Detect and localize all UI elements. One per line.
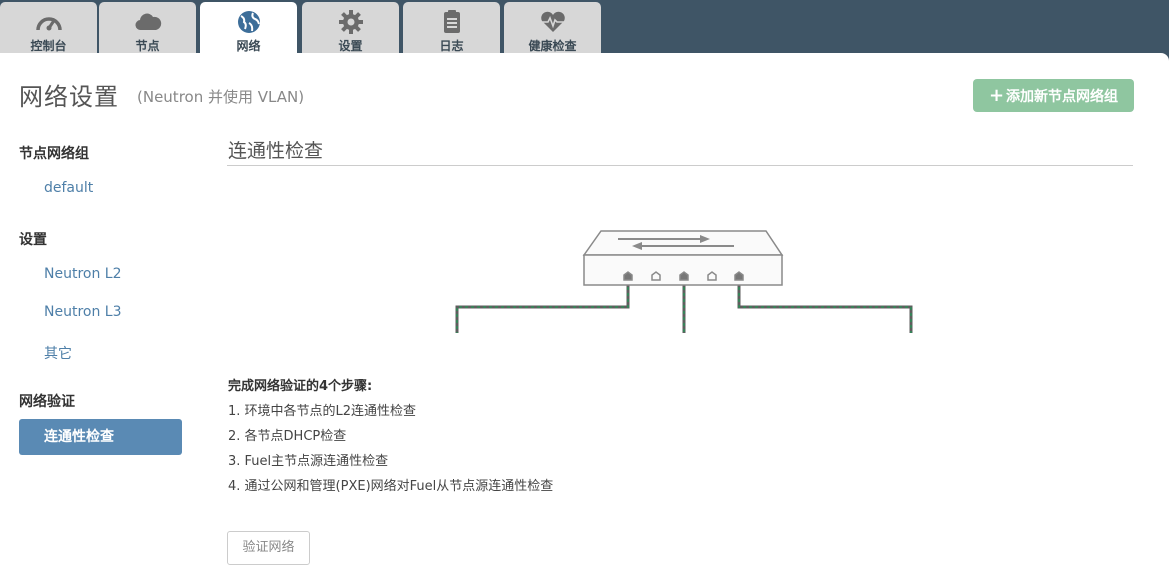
tab-logs[interactable]: 日志 [403, 2, 500, 54]
connectivity-diagram [455, 230, 913, 333]
main-panel: 网络设置 (Neutron 并使用 VLAN) +添加新节点网络组 节点网络组 … [0, 53, 1169, 580]
network-switch-icon [582, 230, 784, 286]
dashboard-icon [35, 17, 62, 31]
sidebar-item-connectivity-check[interactable]: 连通性检查 [19, 419, 182, 455]
tab-label: 日志 [439, 39, 464, 53]
step-item: 4. 通过公网和管理(PXE)网络对Fuel从节点源连通性检查 [228, 479, 554, 494]
top-tab-bar: 控制台 节点 网络 设置 [0, 0, 1169, 56]
tab-network[interactable]: 网络 [200, 2, 297, 56]
add-node-network-group-button[interactable]: +添加新节点网络组 [973, 79, 1134, 112]
tab-dashboard[interactable]: 控制台 [0, 2, 97, 54]
step-item: 1. 环境中各节点的L2连通性检查 [228, 404, 417, 419]
section-title: 连通性检查 [228, 140, 324, 162]
steps-title: 完成网络验证的4个步骤: [228, 379, 373, 394]
page-title: 网络设置 [19, 83, 119, 111]
tab-label: 网络 [236, 39, 261, 53]
add-button-label: 添加新节点网络组 [1006, 89, 1119, 105]
tab-label: 健康检查 [528, 39, 577, 53]
tab-label: 设置 [338, 39, 363, 53]
plus-icon: + [988, 85, 1005, 106]
verify-network-button[interactable]: 验证网络 [227, 531, 310, 565]
heart-pulse-icon [540, 11, 565, 32]
section-divider [227, 165, 1133, 166]
sidebar-item-other[interactable]: 其它 [44, 346, 72, 362]
sidebar-item-neutron-l3[interactable]: Neutron L3 [44, 304, 122, 320]
step-item: 3. Fuel主节点源连通性检查 [228, 454, 389, 469]
tab-settings[interactable]: 设置 [302, 2, 399, 54]
gear-icon [338, 10, 363, 34]
sidebar-heading-network-verification: 网络验证 [19, 394, 75, 410]
cloud-icon [134, 13, 161, 31]
tab-health-check[interactable]: 健康检查 [504, 2, 601, 54]
tab-label: 节点 [135, 39, 160, 53]
sidebar: 节点网络组 default 设置 Neutron L2 Neutron L3 其… [0, 53, 200, 580]
tab-nodes[interactable]: 节点 [99, 2, 196, 54]
clipboard-icon [443, 10, 460, 33]
sidebar-heading-node-network-groups: 节点网络组 [19, 146, 89, 162]
sidebar-item-neutron-l2[interactable]: Neutron L2 [44, 266, 122, 282]
page-subtitle: (Neutron 并使用 VLAN) [137, 88, 305, 106]
sidebar-item-default[interactable]: default [44, 180, 94, 196]
sidebar-heading-settings: 设置 [19, 232, 47, 248]
step-item: 2. 各节点DHCP检查 [228, 429, 347, 444]
tab-label: 控制台 [30, 39, 67, 53]
globe-icon [237, 11, 260, 33]
